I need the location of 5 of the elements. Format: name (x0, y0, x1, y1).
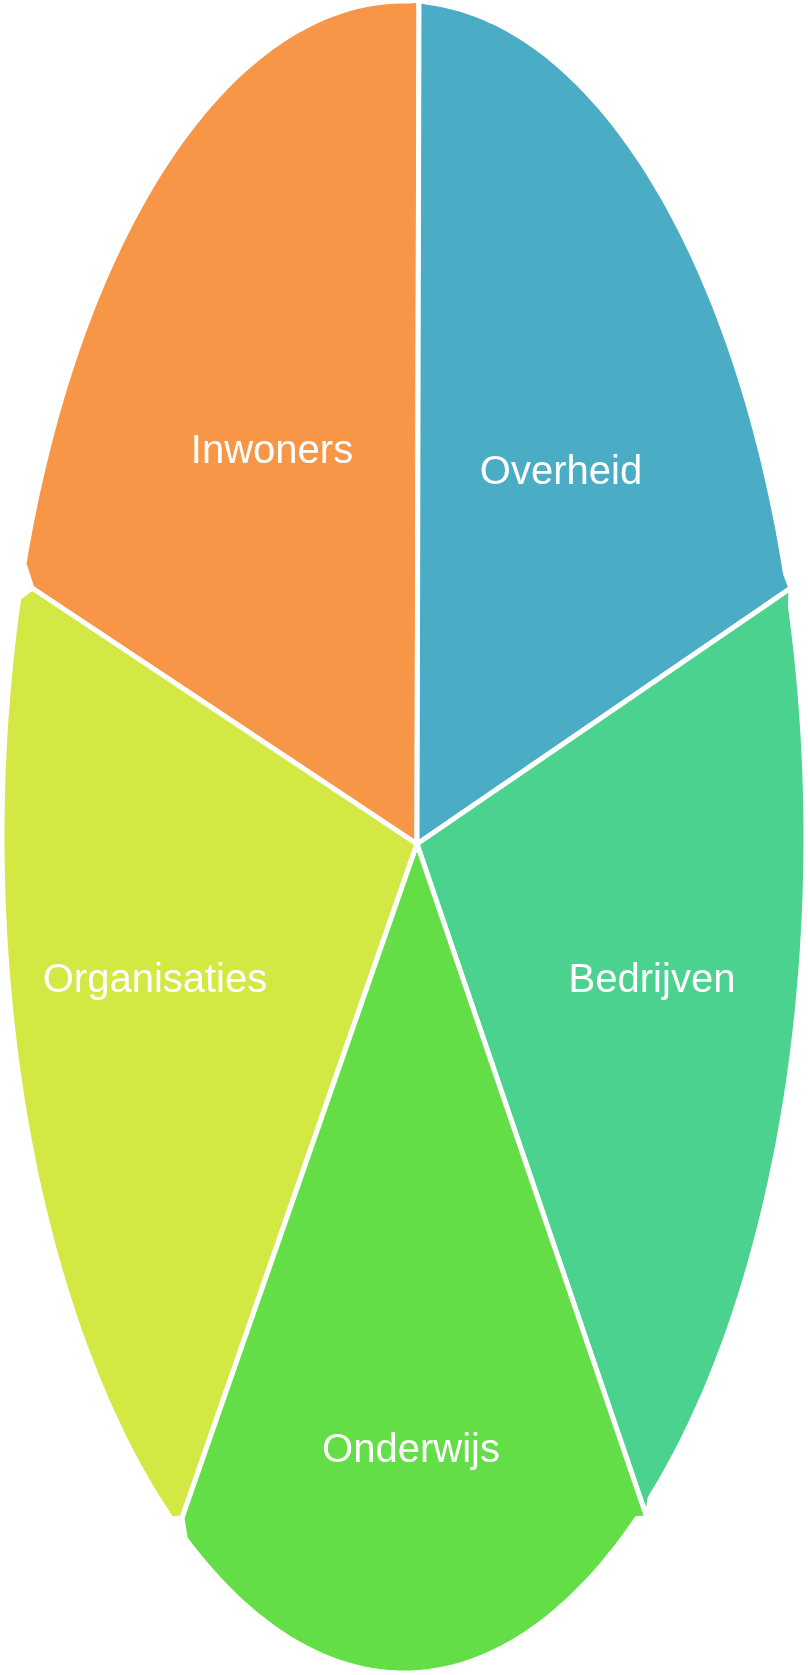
segment-label: Inwoners (190, 426, 354, 472)
segment-label: Overheid (479, 447, 643, 493)
segment-label: Onderwijs (322, 1425, 500, 1471)
segment-label: Bedrijven (568, 955, 736, 1001)
segment-label: Organisaties (42, 955, 268, 1001)
